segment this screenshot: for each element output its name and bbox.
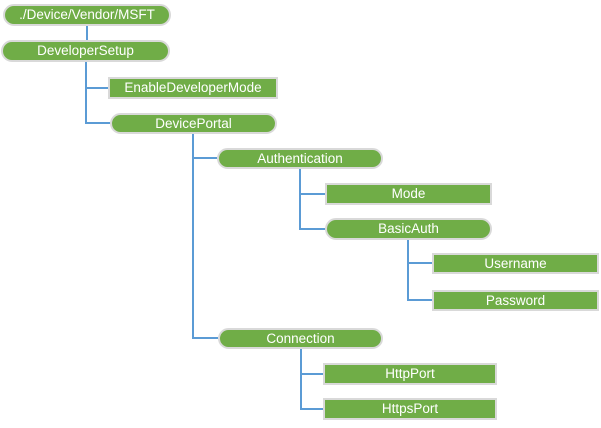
node-connection: Connection [218,328,383,349]
node-httpsport: HttpsPort [323,398,497,420]
node-httpport: HttpPort [323,363,497,385]
connector-authentication-basicauth [299,169,325,230]
node-mode: Mode [325,183,492,205]
node-deviceportal: DevicePortal [110,113,277,134]
node-password: Password [432,290,599,311]
connector-deviceportal-connection [192,134,218,339]
node-basicauth: BasicAuth [325,218,492,240]
connector-basicauth-password [407,240,432,301]
connector-developersetup-deviceportal [85,62,110,124]
node-device-vendor-msft: ./Device/Vendor/MSFT [3,4,171,26]
node-developersetup: DeveloperSetup [1,40,170,62]
node-username: Username [432,253,599,274]
connector-connection-httpsport [300,349,323,410]
node-enabledevelopermode: EnableDeveloperMode [108,77,278,99]
node-authentication: Authentication [217,148,383,169]
